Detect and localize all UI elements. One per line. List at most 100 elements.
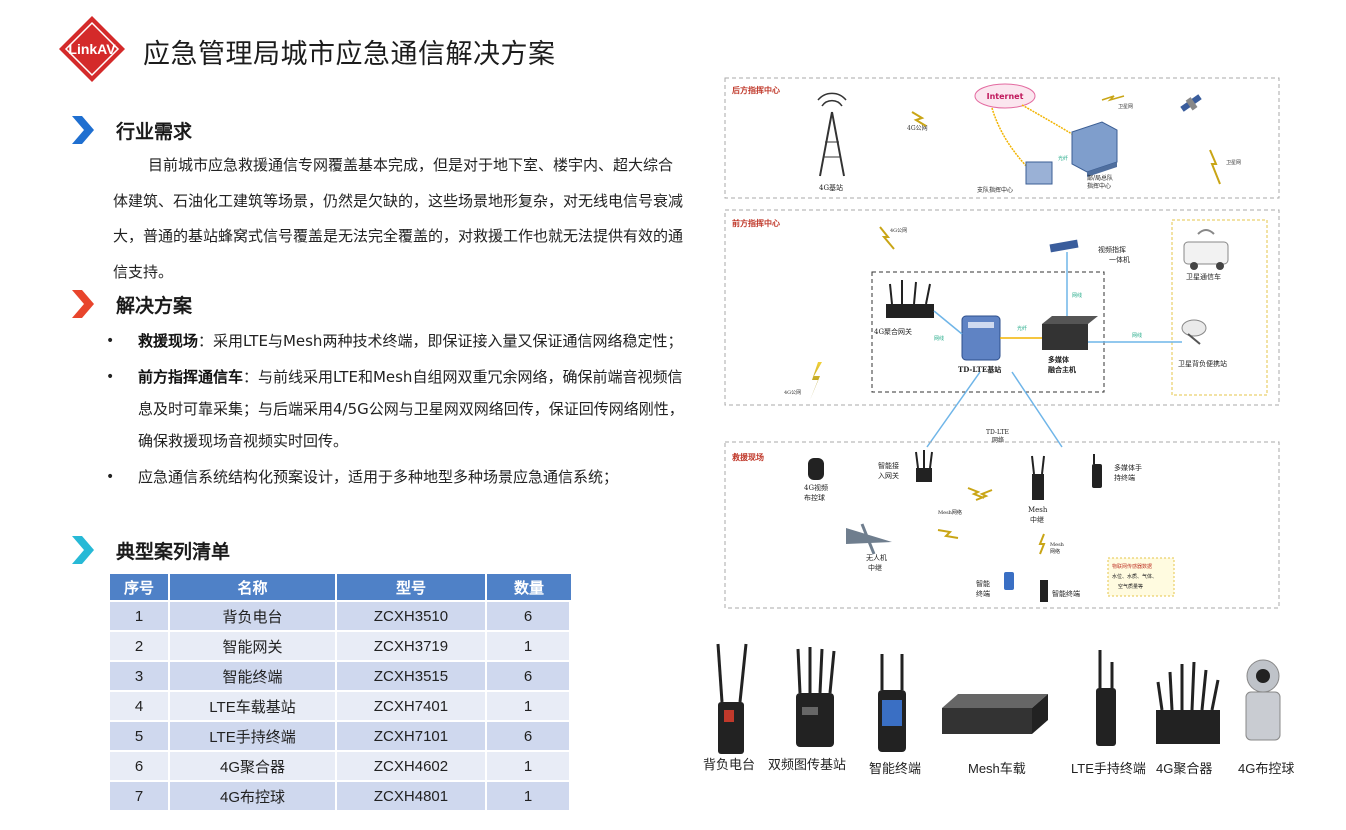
- label-sat2: 卫星网: [1226, 160, 1241, 166]
- label-iot-1: 物联网传感器数据: [1112, 563, 1152, 570]
- satellite-dish-icon: [1181, 319, 1207, 345]
- rear-title: 后方指挥中心: [732, 85, 780, 95]
- table-cell: ZCXH3515: [337, 660, 487, 690]
- mesh-vehicle-unit-icon: [942, 694, 1048, 734]
- table-row: 4 LTE车载基站 ZCXH7401 1: [110, 690, 571, 720]
- table-cell: 6: [487, 600, 571, 630]
- table-cell: 6: [110, 750, 170, 780]
- multimedia-host-icon: [1042, 316, 1098, 350]
- chevron-right-icon: [72, 116, 94, 144]
- 4g-aggregator-icon: [1156, 661, 1220, 744]
- smart-phone-icon: [1004, 572, 1014, 590]
- table-cell: 4: [110, 690, 170, 720]
- label-gw: 4G聚合网关: [874, 327, 912, 336]
- label-4g-bs: 4G基站: [819, 183, 843, 192]
- product-label: 4G布控球: [1238, 761, 1295, 776]
- product-label: 背负电台: [703, 757, 756, 772]
- label-eth: 网线: [934, 335, 944, 342]
- table-row: 1 背负电台 ZCXH3510 6: [110, 600, 571, 630]
- lightning-icon: [1038, 533, 1046, 555]
- logo-text: LinkAV: [68, 41, 116, 57]
- table-cell: ZCXH3719: [337, 630, 487, 660]
- section-cases-heading: 典型案列清单: [70, 536, 230, 564]
- table-cell: 智能网关: [170, 630, 337, 660]
- section-solution-title: 解决方案: [116, 294, 193, 317]
- linkav-logo: LinkAV: [59, 16, 125, 82]
- label-eth2: 网线: [1072, 292, 1082, 299]
- dual-band-base-station-icon: [796, 647, 836, 747]
- lightning-icon: [879, 226, 895, 250]
- table-cell: 3: [110, 660, 170, 690]
- chevron-right-icon: [72, 290, 94, 318]
- section-demand-heading: 行业需求: [70, 116, 192, 144]
- lightning-icon: [937, 529, 959, 539]
- table-row: 6 4G聚合器 ZCXH4602 1: [110, 750, 571, 780]
- network-diagram: 后方指挥中心 4G基站 4G公网 Internet 部/局总队 指挥中心 支队指…: [724, 77, 1280, 609]
- label-sat-car: 卫星通信车: [1186, 272, 1221, 281]
- label-term1-1: 智能: [976, 579, 990, 588]
- column-header: 名称: [170, 574, 337, 600]
- label-ball-1: 4G视频: [804, 483, 828, 492]
- chevron-right-icon: [72, 536, 94, 564]
- table-row: 5 LTE手持终端 ZCXH7101 6: [110, 720, 571, 750]
- label-term1-2: 终端: [976, 589, 990, 598]
- product-label: LTE手持终端: [1071, 761, 1146, 776]
- product-label: Mesh车载: [968, 761, 1026, 776]
- column-header: 序号: [110, 574, 170, 600]
- label-fiber: 光纤: [1058, 155, 1068, 162]
- table-cell: 2: [110, 630, 170, 660]
- label-sat: 卫星网: [1118, 104, 1133, 110]
- label-mesh-1: Mesh: [1028, 506, 1048, 514]
- internet-cloud-icon: [974, 83, 1036, 109]
- cell-tower-icon: [817, 92, 847, 177]
- drone-icon: [846, 523, 892, 555]
- label-tdlte-net-1: TD-LTE: [986, 429, 1009, 436]
- page-title: 应急管理局城市应急通信解决方案: [143, 39, 556, 70]
- label-iot-2: 水位、水质、气体、: [1112, 573, 1157, 580]
- table-cell: LTE车载基站: [170, 690, 337, 720]
- label-meshnet2-2: 网络: [1050, 548, 1060, 555]
- table-cell: 1: [110, 600, 170, 630]
- table-cell: 4G布控球: [170, 780, 337, 810]
- satellite-icon: [1049, 239, 1079, 253]
- site-title: 救援现场: [732, 452, 764, 462]
- label-4g-net3: 4G公网: [784, 390, 801, 396]
- table-cell: 7: [110, 780, 170, 810]
- cases-table: 序号 名称 型号 数量 1 背负电台 ZCXH3510 6 2 智能网关 ZCX…: [110, 574, 571, 810]
- label-tdlte: TD-LTE基站: [958, 365, 1001, 374]
- lightning-icon: [911, 111, 927, 127]
- label-meshnet2-1: Mesh: [1050, 542, 1065, 548]
- label-video-2: 一体机: [1109, 255, 1130, 264]
- lte-base-station-icon: [961, 315, 1001, 361]
- table-cell: 6: [487, 720, 571, 750]
- product-label: 4G聚合器: [1156, 761, 1213, 776]
- demand-paragraph: 目前城市应急救援通信专网覆盖基本完成，但是对于地下室、楼宇内、超大综合体建筑、石…: [113, 156, 684, 281]
- label-hq-1: 部/局总队: [1087, 174, 1113, 182]
- solution-bullet: •应急通信系统结构化预案设计，适用于多种地型多种场景应急通信系统；: [106, 468, 619, 486]
- label-host-2: 融合主机: [1048, 365, 1076, 374]
- table-cell: 智能终端: [170, 660, 337, 690]
- table-cell: ZCXH7401: [337, 690, 487, 720]
- label-iot-3: 空气质量等: [1118, 583, 1143, 590]
- label-ball-2: 布控球: [804, 493, 825, 502]
- lightning-icon: [1101, 95, 1125, 102]
- 4g-surveillance-ball-icon: [1245, 659, 1281, 741]
- product-label: 智能终端: [869, 761, 922, 776]
- label-uav-2: 中继: [868, 563, 882, 572]
- label-meshnet: Mesh网络: [938, 509, 962, 516]
- mesh-relay-icon: [1031, 455, 1045, 500]
- front-title: 前方指挥中心: [732, 218, 780, 228]
- smart-terminal-icon: [1040, 580, 1048, 602]
- building-icon: [1071, 121, 1118, 177]
- table-cell: ZCXH4801: [337, 780, 487, 810]
- label-tdlte-net-2: 网络: [992, 436, 1004, 444]
- table-cell: 5: [110, 720, 170, 750]
- 4g-gateway-icon: [886, 280, 934, 318]
- label-4g-net2: 4G公网: [890, 228, 907, 234]
- lte-handheld-terminal-icon: [1096, 650, 1116, 746]
- label-term2: 智能终端: [1052, 589, 1080, 598]
- table-cell: ZCXH3510: [337, 600, 487, 630]
- satellite-truck-icon: [1183, 229, 1229, 270]
- table-cell: 1: [487, 750, 571, 780]
- table-cell: 6: [487, 660, 571, 690]
